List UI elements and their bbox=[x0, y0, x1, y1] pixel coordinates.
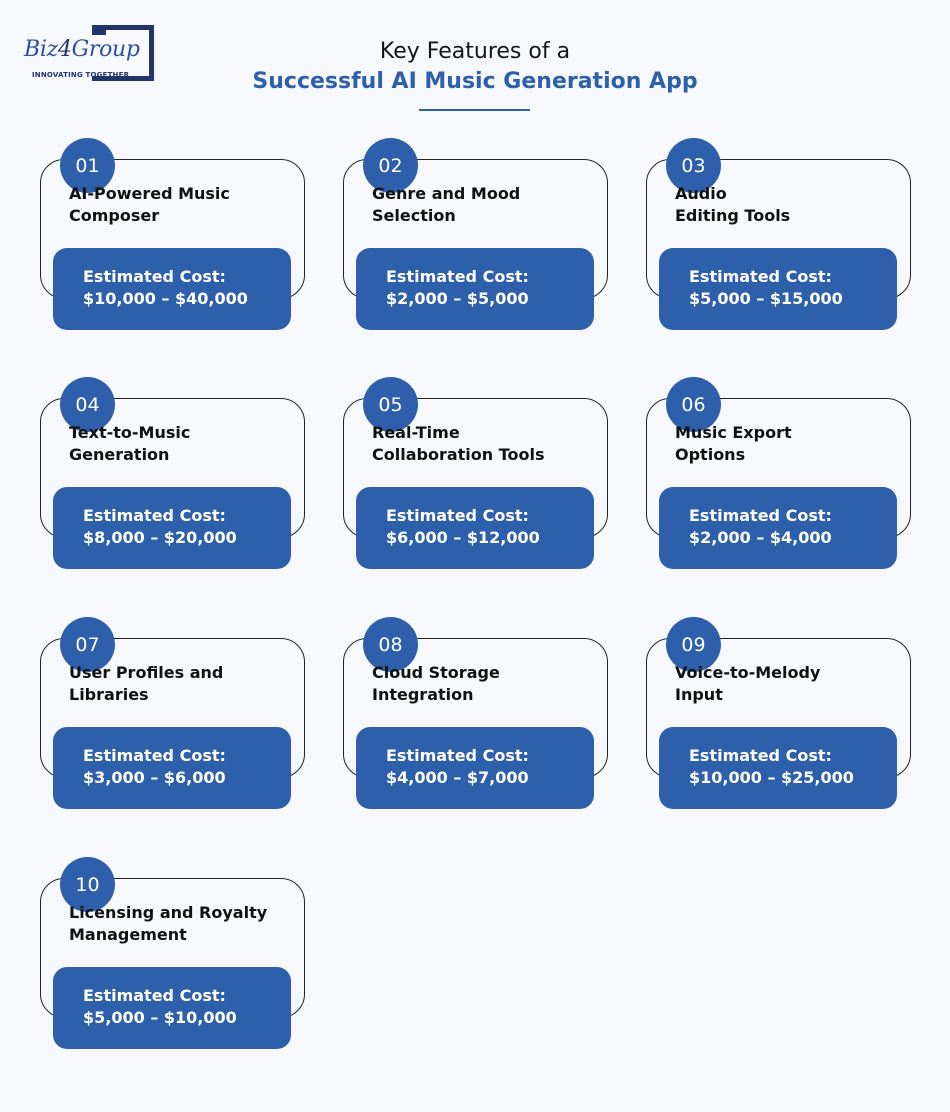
feature-title-line: Editing Tools bbox=[675, 206, 791, 225]
cost-label: Estimated Cost: bbox=[386, 267, 529, 286]
logo-wordmark-part: 4 bbox=[57, 37, 72, 62]
feature-number-badge: 04 bbox=[60, 377, 115, 432]
feature-number-badge: 03 bbox=[666, 138, 721, 193]
feature-title-line: Licensing and Royalty bbox=[69, 903, 268, 922]
feature-title-line: Options bbox=[675, 445, 746, 464]
page-title-line1: Key Features of a bbox=[379, 39, 571, 64]
estimated-cost-box: Estimated Cost: $10,000 – $40,000 bbox=[53, 248, 291, 330]
estimated-cost-box: Estimated Cost: $6,000 – $12,000 bbox=[356, 487, 594, 569]
cost-range: $6,000 – $12,000 bbox=[386, 528, 540, 547]
cost-range: $10,000 – $40,000 bbox=[83, 289, 248, 308]
cost-range: $2,000 – $4,000 bbox=[689, 528, 832, 547]
logo-tagline: INNOVATING TOGETHER bbox=[32, 71, 130, 79]
feature-number-badge: 10 bbox=[60, 857, 115, 912]
cost-label: Estimated Cost: bbox=[386, 506, 529, 525]
logo-frame bbox=[92, 25, 154, 81]
estimated-cost-box: Estimated Cost: $4,000 – $7,000 bbox=[356, 727, 594, 809]
cost-range: $8,000 – $20,000 bbox=[83, 528, 237, 547]
feature-title-line: Composer bbox=[69, 206, 160, 225]
cost-label: Estimated Cost: bbox=[689, 746, 832, 765]
page-title-line2: Successful AI Music Generation App bbox=[252, 69, 698, 94]
feature-number-badge: 05 bbox=[363, 377, 418, 432]
feature-title-line: Management bbox=[69, 925, 187, 944]
cost-range: $2,000 – $5,000 bbox=[386, 289, 529, 308]
cost-label: Estimated Cost: bbox=[689, 506, 832, 525]
feature-title-line: Real-Time bbox=[372, 423, 460, 442]
cost-range: $5,000 – $15,000 bbox=[689, 289, 843, 308]
feature-number-badge: 09 bbox=[666, 617, 721, 672]
estimated-cost-box: Estimated Cost: $8,000 – $20,000 bbox=[53, 487, 291, 569]
cost-label: Estimated Cost: bbox=[83, 506, 226, 525]
brand-logo: Biz4Group INNOVATING TOGETHER bbox=[24, 25, 158, 85]
estimated-cost-box: Estimated Cost: $5,000 – $10,000 bbox=[53, 967, 291, 1049]
feature-number-badge: 02 bbox=[363, 138, 418, 193]
feature-title-line: Music Export bbox=[675, 423, 792, 442]
cost-label: Estimated Cost: bbox=[386, 746, 529, 765]
logo-wordmark-part: Group bbox=[71, 37, 140, 62]
cost-label: Estimated Cost: bbox=[83, 267, 226, 286]
cost-range: $4,000 – $7,000 bbox=[386, 768, 529, 787]
cost-label: Estimated Cost: bbox=[689, 267, 832, 286]
estimated-cost-box: Estimated Cost: $5,000 – $15,000 bbox=[659, 248, 897, 330]
logo-wordmark-part: Biz bbox=[24, 37, 58, 62]
cost-label: Estimated Cost: bbox=[83, 986, 226, 1005]
feature-number-badge: 07 bbox=[60, 617, 115, 672]
feature-title-line: Input bbox=[675, 685, 723, 704]
feature-title-line: User Profiles and bbox=[69, 663, 224, 682]
feature-title-line: Genre and Mood bbox=[372, 184, 521, 203]
feature-title-line: Voice-to-Melody bbox=[675, 663, 821, 682]
cost-range: $5,000 – $10,000 bbox=[83, 1008, 237, 1027]
title-underline bbox=[419, 109, 530, 111]
feature-title-line: Cloud Storage bbox=[372, 663, 500, 682]
feature-title-line: Selection bbox=[372, 206, 456, 225]
feature-number-badge: 08 bbox=[363, 617, 418, 672]
feature-title-line: Libraries bbox=[69, 685, 149, 704]
estimated-cost-box: Estimated Cost: $3,000 – $6,000 bbox=[53, 727, 291, 809]
feature-number-badge: 06 bbox=[666, 377, 721, 432]
feature-number-badge: 01 bbox=[60, 138, 115, 193]
estimated-cost-box: Estimated Cost: $2,000 – $5,000 bbox=[356, 248, 594, 330]
cost-range: $3,000 – $6,000 bbox=[83, 768, 226, 787]
cost-range: $10,000 – $25,000 bbox=[689, 768, 854, 787]
estimated-cost-box: Estimated Cost: $10,000 – $25,000 bbox=[659, 727, 897, 809]
feature-title-line: AI-Powered Music bbox=[69, 184, 230, 203]
feature-title-line: Audio bbox=[675, 184, 727, 203]
estimated-cost-box: Estimated Cost: $2,000 – $4,000 bbox=[659, 487, 897, 569]
feature-title-line: Collaboration Tools bbox=[372, 445, 545, 464]
cost-label: Estimated Cost: bbox=[83, 746, 226, 765]
feature-title-line: Integration bbox=[372, 685, 474, 704]
logo-wordmark: Biz4Group bbox=[24, 37, 140, 62]
feature-title-line: Text-to-Music bbox=[69, 423, 191, 442]
feature-title-line: Generation bbox=[69, 445, 170, 464]
